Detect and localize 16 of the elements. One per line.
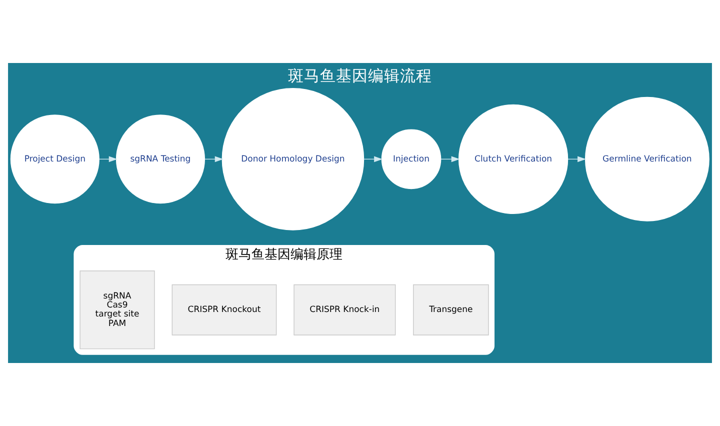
node-circle: Donor Homology Design <box>222 88 364 230</box>
node-box: CRISPR Knock-in <box>294 284 396 336</box>
diagram-title: 斑马鱼基因编辑流程 <box>288 67 432 86</box>
node-box: Transgene <box>413 284 489 336</box>
arrow <box>568 156 586 162</box>
node-circle: Project Design <box>10 114 100 204</box>
arrow <box>204 156 224 162</box>
node-circle: Injection <box>381 129 442 190</box>
arrow <box>98 156 118 162</box>
arrow <box>363 156 383 162</box>
node-circle: Clutch Verification <box>458 104 568 214</box>
node-circle: sgRNA Testing <box>116 114 205 204</box>
node-circle: Germline Verification <box>584 96 710 222</box>
arrow <box>440 156 460 162</box>
node-box: sgRNA Cas9 target site PAM <box>80 270 155 350</box>
node-box: CRISPR Knockout <box>172 284 277 336</box>
